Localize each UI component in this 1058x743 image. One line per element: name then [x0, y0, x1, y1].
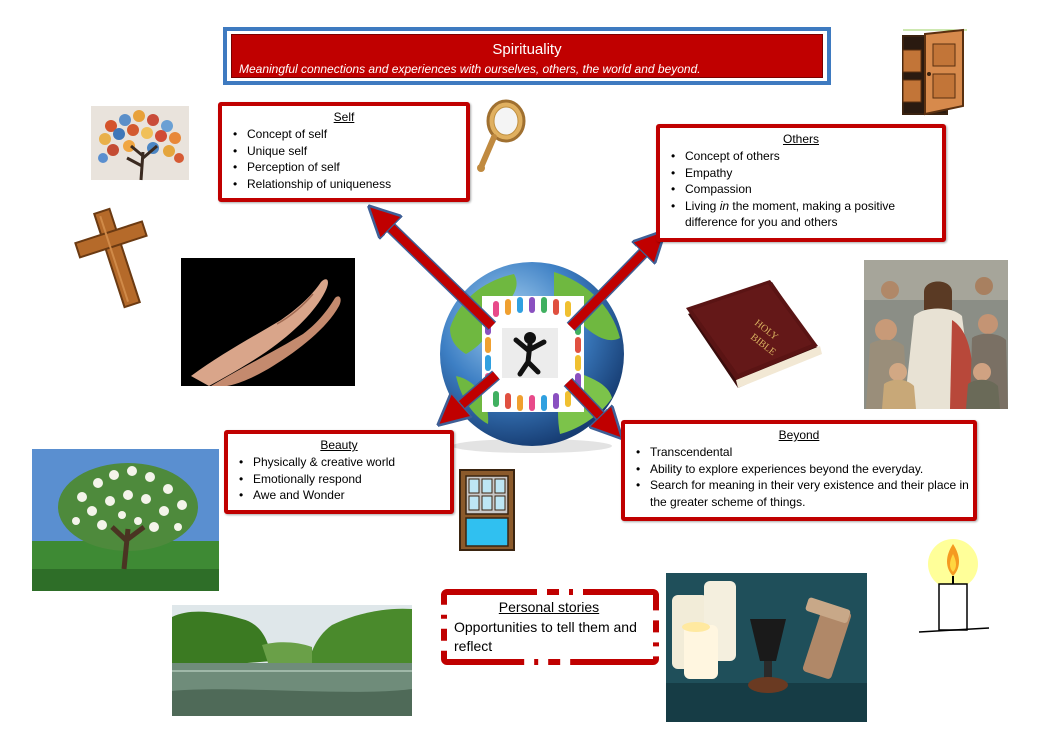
praying-hands-picture — [181, 258, 355, 386]
window-picture — [459, 469, 515, 551]
beyond-item: Search for meaning in their very existen… — [636, 477, 973, 510]
candle-picture — [918, 539, 990, 633]
self-box: Self Concept of self Unique self Percept… — [218, 102, 470, 202]
self-list: Concept of self Unique self Perception o… — [222, 126, 466, 192]
title-heading: Spirituality — [492, 41, 562, 58]
self-item: Perception of self — [233, 159, 466, 176]
title-banner: Spirituality Meaningful connections and … — [223, 27, 831, 85]
beyond-box: Beyond Transcendental Ability to explore… — [621, 420, 977, 521]
stories-body: Opportunities to tell them and reflect — [454, 619, 637, 654]
hand-mirror-picture — [477, 99, 526, 172]
others-heading: Others — [782, 132, 819, 146]
beauty-list: Physically & creative world Emotionally … — [228, 454, 450, 504]
beyond-item: Ability to explore experiences beyond th… — [636, 461, 973, 478]
title-subtitle: Meaningful connections and experiences w… — [239, 62, 701, 76]
beauty-item: Emotionally respond — [239, 471, 450, 488]
arrow-to-beyond — [563, 377, 609, 425]
self-item: Unique self — [233, 143, 466, 160]
arrow-to-others — [566, 244, 652, 332]
stories-box: Personal stories Opportunities to tell t… — [441, 589, 657, 663]
stories-dashed-border — [441, 589, 659, 665]
beauty-box: Beauty Physically & creative world Emoti… — [224, 430, 454, 514]
blossom-tree-picture — [32, 449, 219, 591]
arrow-to-beauty — [452, 370, 500, 413]
river-landscape-picture — [172, 605, 412, 716]
others-item-living: Living in the moment, making a positive … — [671, 198, 942, 231]
holy-bible-picture: HOLY BIBLE — [686, 280, 822, 388]
others-item: Empathy — [671, 165, 942, 182]
open-door-picture — [902, 28, 967, 116]
living-post: the moment, making a positive difference… — [685, 198, 896, 230]
arrow-to-self — [382, 219, 497, 331]
others-box: Others Concept of others Empathy Compass… — [656, 124, 946, 242]
beauty-heading: Beauty — [320, 438, 358, 452]
beauty-item: Awe and Wonder — [239, 487, 450, 504]
beyond-list: Transcendental Ability to explore experi… — [625, 444, 973, 510]
living-pre: Living — [685, 198, 720, 213]
stories-heading: Personal stories — [498, 599, 600, 615]
leaf-tree-picture — [91, 106, 189, 181]
beyond-item: Transcendental — [636, 444, 973, 461]
self-item: Relationship of uniqueness — [233, 176, 466, 193]
living-emphasis: in — [719, 198, 730, 213]
others-item: Compassion — [671, 181, 942, 198]
title-inner-box: Spirituality Meaningful connections and … — [231, 34, 823, 78]
self-item: Concept of self — [233, 126, 466, 143]
beyond-heading: Beyond — [778, 428, 820, 442]
others-list: Concept of others Empathy Compassion Liv… — [660, 148, 942, 231]
self-heading: Self — [333, 110, 355, 124]
others-item: Concept of others — [671, 148, 942, 165]
beauty-item: Physically & creative world — [239, 454, 450, 471]
wooden-cross-picture — [74, 207, 148, 309]
jesus-with-children-picture — [864, 260, 1008, 409]
candles-chalice-picture — [666, 573, 867, 722]
